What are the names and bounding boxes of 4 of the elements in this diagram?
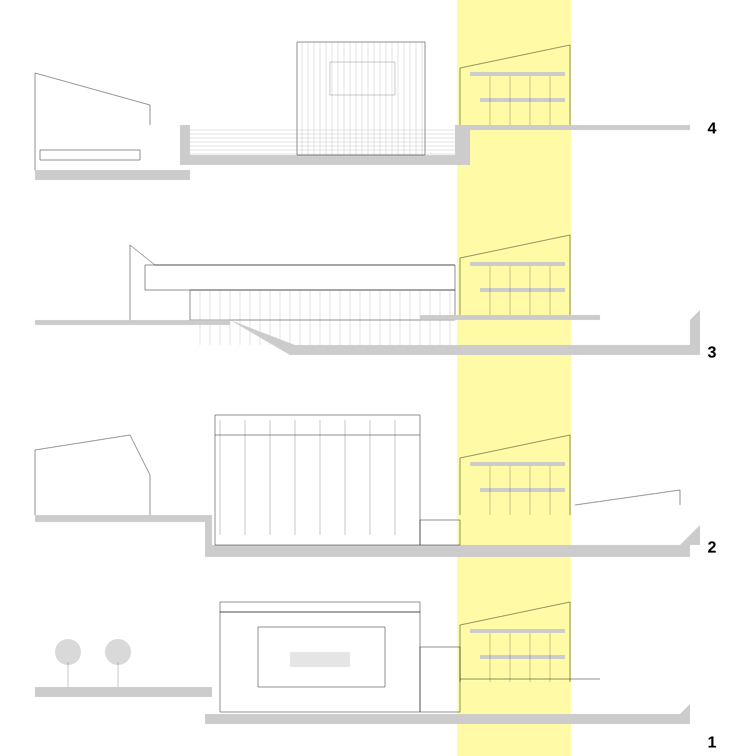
section-number: 2 (708, 541, 716, 553)
section-number: 3 (708, 346, 716, 358)
section-number: 4 (708, 122, 716, 134)
section-number: 1 (708, 736, 716, 748)
